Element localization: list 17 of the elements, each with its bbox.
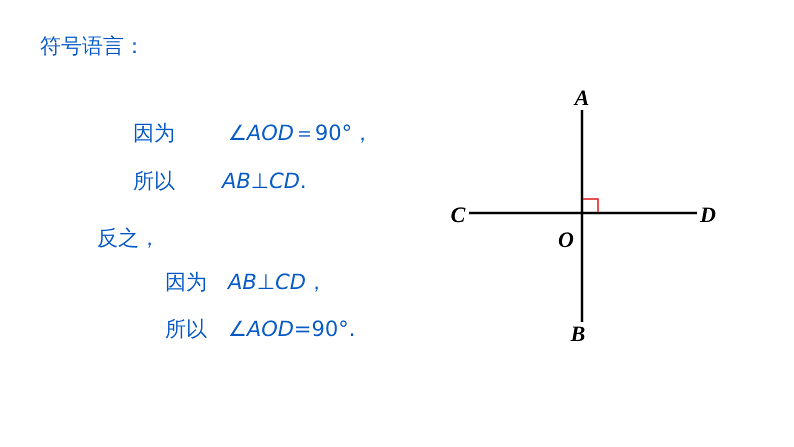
math-statement: AB⊥CD， [228,269,327,295]
point-label: C [447,203,469,227]
point-label: A [571,86,593,110]
reasoning-word: 所以 [133,168,175,194]
point-label: D [697,203,719,227]
math-statement: ∠AOD＝90°， [228,120,374,146]
line-segment [580,110,584,322]
reasoning-word: 因为 [165,269,207,295]
reasoning-word: 因为 [133,120,175,146]
point-label: B [567,322,589,346]
reasoning-word: 所以 [165,316,207,342]
line-segment [469,212,697,214]
math-statement: AB⊥CD. [222,168,307,194]
math-statement: ∠AOD=90°. [228,316,356,342]
heading: 符号语言： [40,33,145,59]
point-label: O [557,228,575,252]
reasoning-word: 反之， [97,225,160,251]
